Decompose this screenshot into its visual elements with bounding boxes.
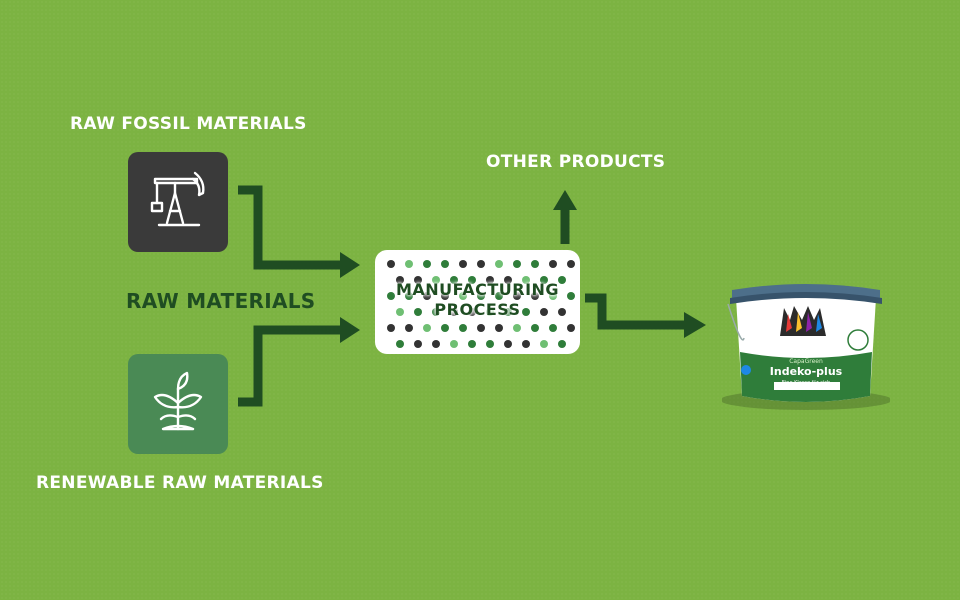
process-dot [450,340,458,348]
process-dot [441,324,449,332]
process-dot [423,260,431,268]
process-dot [495,292,503,300]
process-dot [522,276,530,284]
process-dot [513,292,521,300]
oil-pump-icon [150,171,205,227]
process-dot [495,260,503,268]
process-dot [414,276,422,284]
process-dot [540,276,548,284]
process-dot [549,324,557,332]
process-dot [450,276,458,284]
process-dot [540,308,548,316]
process-dot [459,260,467,268]
process-dot [522,340,530,348]
process-dot [513,260,521,268]
process-dot [567,324,575,332]
process-dot [459,292,467,300]
process-dot [504,276,512,284]
process-dot [441,292,449,300]
process-dot [396,340,404,348]
process-dot [396,276,404,284]
process-dot [522,308,530,316]
raw-materials-label: RAW MATERIALS [126,289,316,313]
product-brand: CAPAROL [783,341,830,351]
process-dot [405,292,413,300]
process-dot [477,292,485,300]
process-dot [441,260,449,268]
process-dot [540,340,548,348]
fossil-tile [128,152,228,252]
plant-sprout-icon [153,371,203,431]
product-name: Indeko-plus [770,365,843,378]
process-dot [477,260,485,268]
process-dot [549,260,557,268]
process-dot [495,324,503,332]
process-dot [432,308,440,316]
process-dot [414,308,422,316]
other-products-label: OTHER PRODUCTS [486,152,666,172]
paint-bucket-product: CAPAROL CapaGreen Indeko-plus Eine Klass… [720,278,892,414]
process-dot [531,260,539,268]
process-dot [513,324,521,332]
renewable-raw-materials-label: RENEWABLE RAW MATERIALS [36,473,324,493]
process-dot [423,324,431,332]
product-tagline: Eine Klasse für sich [782,380,830,386]
process-dot [567,292,575,300]
process-dot [486,276,494,284]
process-dot [387,260,395,268]
process-dot [486,340,494,348]
arrow-renew-path [238,325,342,407]
arrow-product-path [585,293,685,330]
process-dot [432,340,440,348]
process-dot [531,292,539,300]
arrow-product-head [684,312,706,338]
process-dot [468,276,476,284]
process-dot [531,324,539,332]
arrow-other-head [553,190,577,210]
process-dot [558,276,566,284]
process-dot [432,276,440,284]
product-line: CapaGreen [789,358,823,365]
process-dot [558,308,566,316]
process-dot [549,292,557,300]
process-dot [450,308,458,316]
process-dot [468,340,476,348]
process-title: MANUFACTURING PROCESS [375,280,580,320]
process-dot [486,308,494,316]
process-dot [387,292,395,300]
arrow-fossil-head [340,252,360,278]
raw-fossil-materials-label: RAW FOSSIL MATERIALS [70,114,307,134]
process-dot [558,340,566,348]
manufacturing-process-box: MANUFACTURING PROCESS [375,250,580,354]
arrow-renew-head [340,317,360,343]
process-dot [459,324,467,332]
process-line-2: PROCESS [434,300,521,319]
arrow-fossil-path [238,185,342,270]
process-dot [396,308,404,316]
process-dot [414,340,422,348]
caparol-logo-icon [780,306,826,336]
process-dot [504,340,512,348]
process-dot [504,308,512,316]
process-dot [405,260,413,268]
process-dot [387,324,395,332]
renewable-tile [128,354,228,454]
process-dot [423,292,431,300]
process-dots [387,260,575,348]
process-dot [468,308,476,316]
process-dot [405,324,413,332]
process-dot [477,324,485,332]
process-line-1: MANUFACTURING [395,280,560,299]
process-dot [567,260,575,268]
